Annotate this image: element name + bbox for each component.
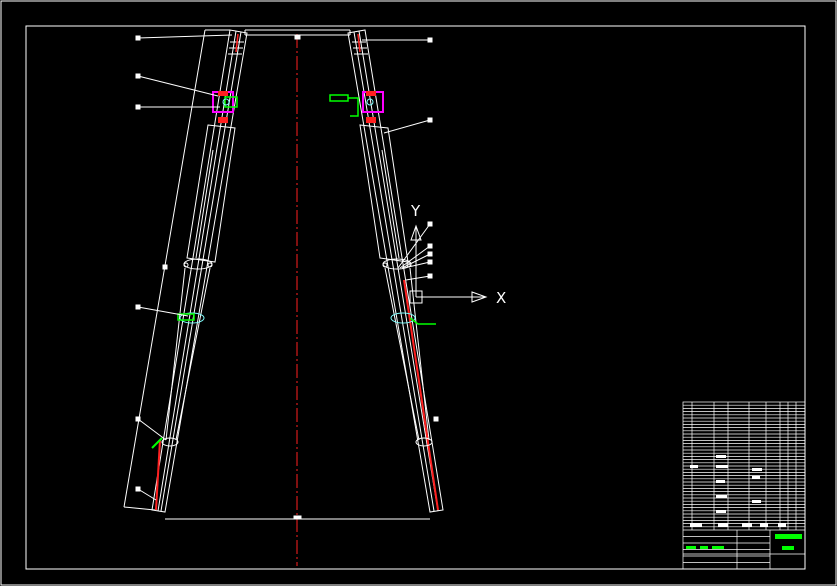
left-upper-joint: [212, 91, 238, 123]
x-axis-label: X: [496, 289, 506, 307]
leader-lines: [135, 34, 439, 501]
left-top-red-line: [235, 33, 239, 53]
right-lower-joint: [390, 312, 436, 325]
y-axis-label: Y: [410, 202, 421, 220]
inner-frame: [25, 25, 806, 570]
left-mid-joint: [183, 258, 213, 270]
title-block: [682, 401, 806, 570]
left-lower-joint: [177, 312, 205, 324]
right-top-red-line: [357, 33, 361, 53]
right-upper-joint: [329, 91, 384, 123]
bottom-beam: [165, 515, 430, 520]
title-block-green-marks: [686, 534, 802, 550]
right-foot-joint: [415, 437, 433, 447]
left-foot-joint: [151, 437, 179, 449]
right-leg-red-line: [403, 279, 439, 511]
left-leg-red-line: [155, 439, 161, 511]
ucs-icon: [409, 224, 488, 304]
title-block-fills: [690, 455, 786, 527]
